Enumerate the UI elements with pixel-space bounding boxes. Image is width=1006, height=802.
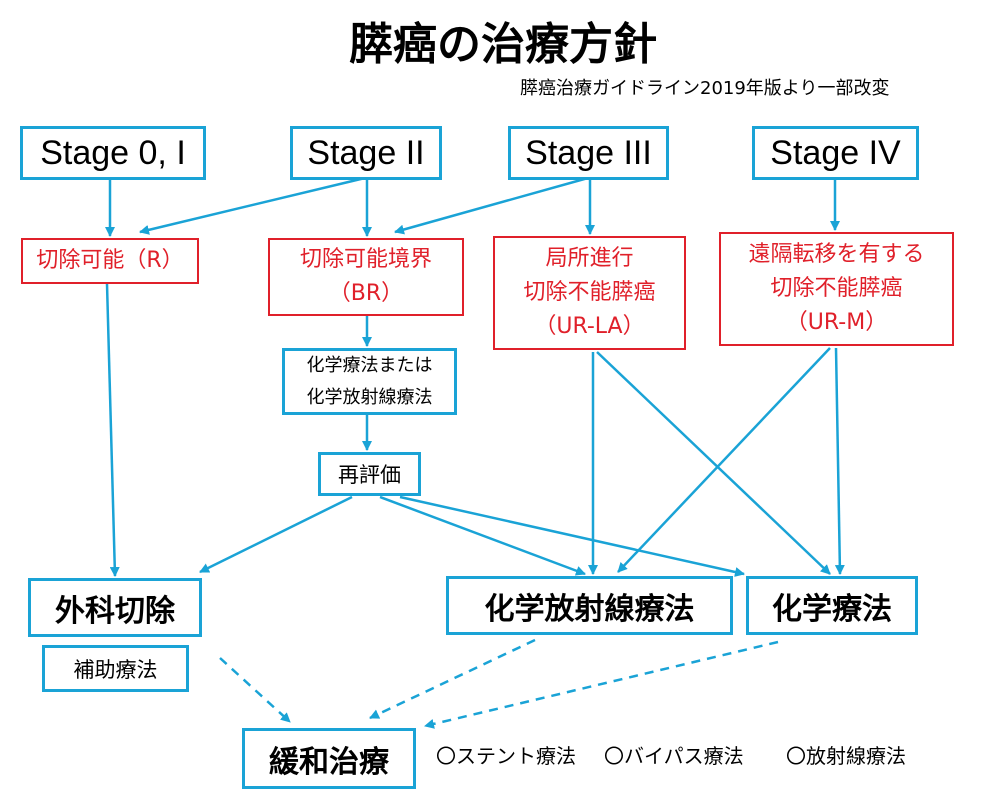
dashed-arrow-chemo-palliative <box>424 640 779 729</box>
dashed-arrow-surgery-palliative <box>219 657 291 723</box>
palliative-option-radiation: 〇放射線療法 <box>786 744 906 768</box>
adjuvant-therapy-box: 補助療法 <box>42 645 189 692</box>
arrow-stage3-br <box>394 176 589 235</box>
arrow-reeval-chemorad <box>379 495 586 576</box>
borderline-resectable-box: 切除可能境界 （BR） <box>268 238 464 316</box>
surgery-box: 外科切除 <box>28 578 202 637</box>
chemo-or-chemoradiation-box: 化学療法または 化学放射線療法 <box>282 348 457 415</box>
metastatic-box: 遠隔転移を有する 切除不能膵癌 （UR-M） <box>719 232 954 346</box>
chemoradiation-box: 化学放射線療法 <box>446 576 733 635</box>
arrow-reeval-chemo <box>399 495 745 577</box>
arrow-r-surgery <box>105 283 120 577</box>
stage-4-box: Stage IV <box>752 126 919 180</box>
reevaluation-box: 再評価 <box>318 452 421 496</box>
locally-advanced-box: 局所進行 切除不能膵癌 （UR-LA） <box>493 236 686 350</box>
arrow-reeval-surgery <box>199 495 353 574</box>
palliative-option-stent: 〇ステント療法 <box>436 744 576 768</box>
palliative-care-box: 緩和治療 <box>242 728 416 789</box>
chemotherapy-box: 化学療法 <box>746 576 918 635</box>
resectable-box: 切除可能（R） <box>21 238 199 284</box>
stage-3-box: Stage III <box>508 126 669 180</box>
dashed-arrow-chemorad-palliative <box>369 638 536 720</box>
arrow-stage2-r <box>139 176 366 235</box>
arrow-urm-chemorad <box>617 347 831 573</box>
arrow-urla-chemo <box>596 351 831 575</box>
stage-0-1-box: Stage 0, I <box>20 126 206 180</box>
page-title: 膵癌の治療方針 <box>349 19 657 70</box>
page-subtitle: 膵癌治療ガイドライン2019年版より一部改変 <box>520 78 890 99</box>
arrow-urm-chemo <box>834 347 845 575</box>
stage-2-box: Stage II <box>290 126 442 180</box>
palliative-option-bypass: 〇バイパス療法 <box>604 744 744 768</box>
